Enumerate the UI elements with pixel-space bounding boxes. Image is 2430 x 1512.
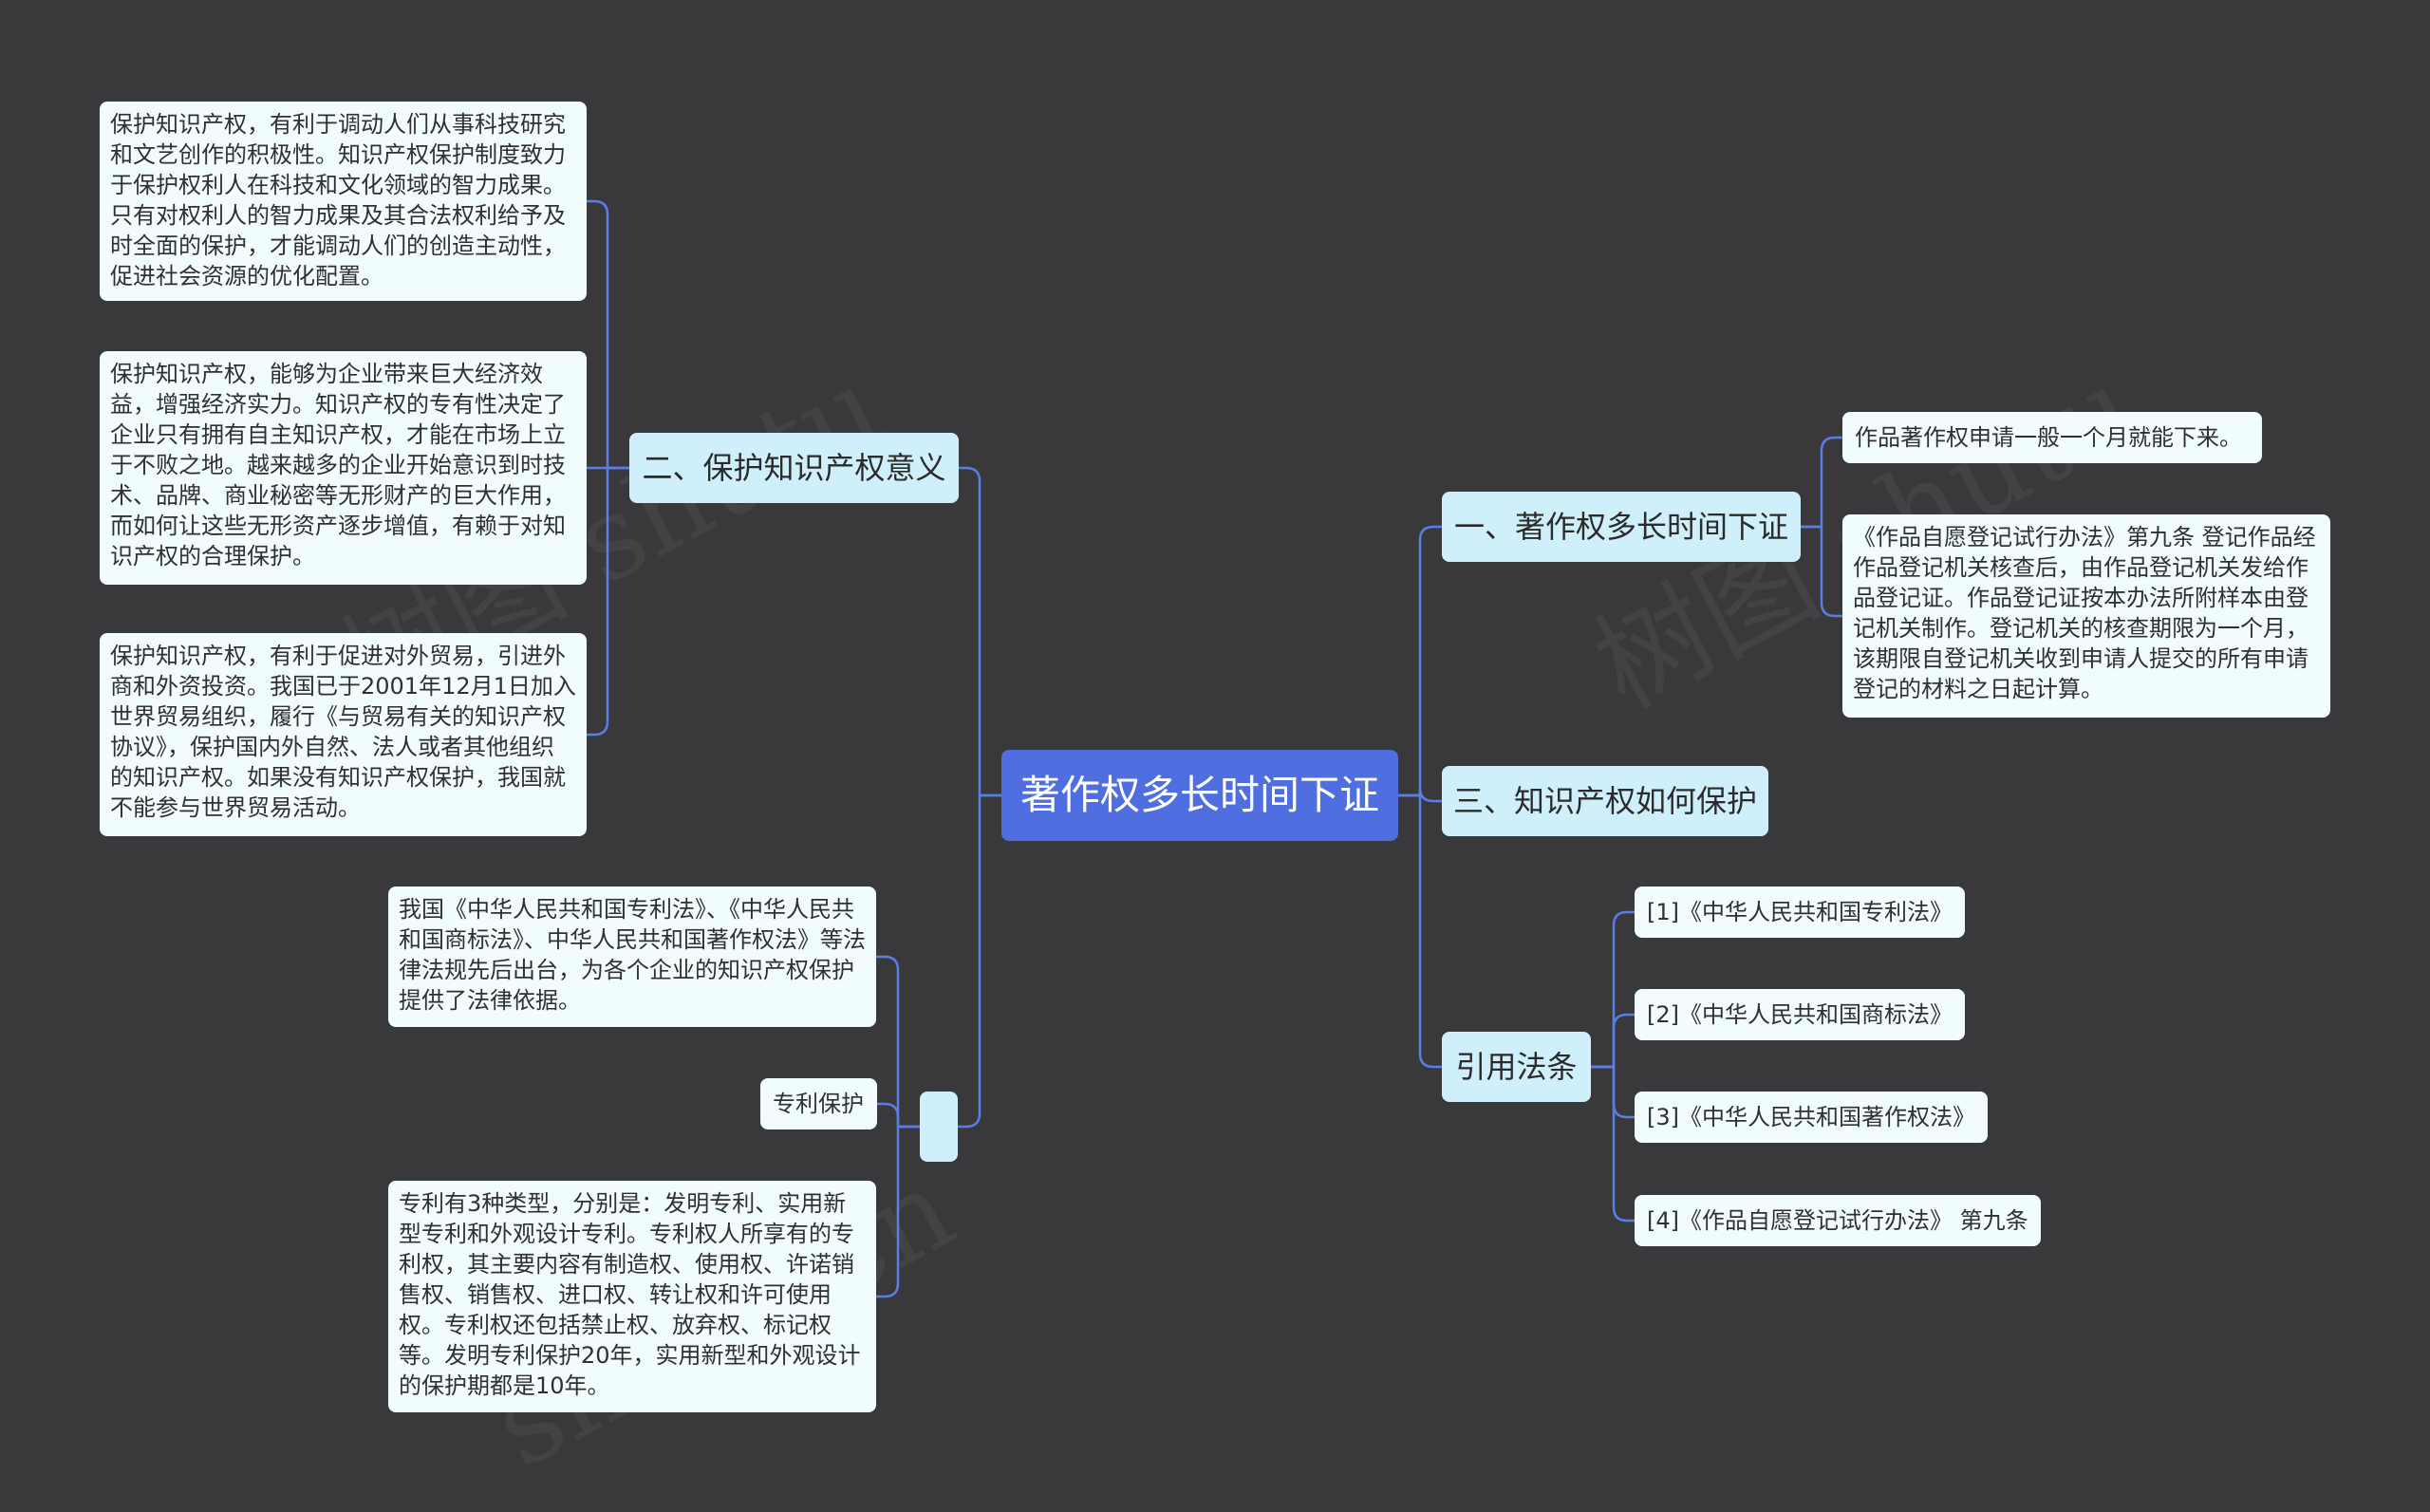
connector-line [1801,436,1842,529]
connector-line [876,1125,920,1298]
connector-line [587,199,629,470]
leaf-registration-rule-article-9[interactable]: 《作品自愿登记试行办法》第九条 登记作品经作品登记机关核查后，由作品登记机关发给… [1842,514,2330,718]
leaf-ip-foreign-trade[interactable]: 保护知识产权，有利于促进对外贸易，引进外商和外资投资。我国已于2001年12月1… [100,633,587,836]
connector-line [1801,525,1842,618]
connector-line [1398,525,1442,797]
branch-cited-laws[interactable]: 引用法条 [1442,1032,1591,1102]
leaf-ip-economic-benefit[interactable]: 保护知识产权，能够为企业带来巨大经济效益，增强经济实力。知识产权的专有性决定了企… [100,351,587,585]
connector-line [1591,910,1635,1069]
leaf-application-one-month[interactable]: 作品著作权申请一般一个月就能下来。 [1842,412,2262,463]
leaf-patent-types[interactable]: 专利有3种类型，分别是：发明专利、实用新型专利和外观设计专利。专利权人所享有的专… [388,1181,876,1412]
leaf-patent-protection[interactable]: 专利保护 [760,1078,877,1129]
branch-how-to-protect-ip[interactable]: 三、知识产权如何保护 [1442,766,1768,836]
leaf-laws-enacted[interactable]: 我国《中华人民共和国专利法》、《中华人民共和国商标法》、中华人民共和国著作权法》… [388,887,876,1027]
connector-line [877,1102,920,1129]
leaf-cited-copyright-law[interactable]: [3]《中华人民共和国著作权法》 [1635,1092,1988,1143]
connector-line [1398,787,1442,803]
root-node[interactable]: 著作权多长时间下证 [1001,750,1398,841]
leaf-ip-encourages-creativity[interactable]: 保护知识产权，有利于调动人们从事科技研究和文艺创作的积极性。知识产权保护制度致力… [100,102,587,301]
connector-line [959,466,1001,797]
branch-untitled[interactable] [920,1092,958,1162]
branch-significance-of-ip-protection[interactable]: 二、保护知识产权意义 [629,433,959,503]
branch-how-long-certificate[interactable]: 一、著作权多长时间下证 [1442,492,1801,562]
connector-line [1591,1065,1635,1223]
connector-line [876,955,920,1129]
leaf-cited-patent-law[interactable]: [1]《中华人民共和国专利法》 [1635,887,1965,938]
leaf-cited-trademark-law[interactable]: [2]《中华人民共和国商标法》 [1635,989,1965,1040]
leaf-cited-registration-rule[interactable]: [4]《作品自愿登记试行办法》 第九条 [1635,1195,2041,1246]
connector-line [587,466,629,737]
connector-line [1591,1013,1635,1069]
connector-line [1398,793,1442,1069]
connector-line [958,793,1001,1129]
